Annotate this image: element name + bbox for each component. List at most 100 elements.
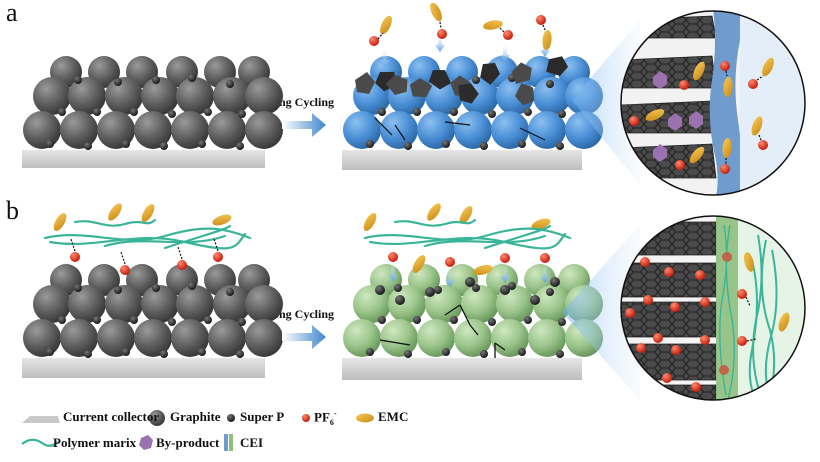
pf6-ion (177, 260, 187, 270)
graphite-particle (461, 285, 499, 323)
interaction-bond (70, 238, 76, 252)
pf6-ion (679, 80, 689, 90)
zoom-circle-a (620, 10, 806, 196)
graphite-particle (343, 111, 381, 149)
super-p-particle (524, 108, 532, 116)
pf6-ion (503, 30, 513, 40)
pf6-main: PF (314, 409, 330, 425)
pf6-ion (540, 253, 550, 263)
super-p-particle (198, 348, 206, 356)
legend-label-emc: EMC (378, 409, 409, 424)
graphite-particle (97, 111, 135, 149)
pf6-ion (737, 336, 747, 346)
super-p-particle (188, 282, 196, 290)
super-p-particle (114, 78, 122, 86)
pf6-ion (213, 252, 223, 262)
legend-label-current-collector: Current collector (63, 409, 160, 424)
cathode-crack-fragment (480, 62, 500, 85)
super-p-particle (58, 316, 66, 324)
down-arrow (500, 43, 510, 62)
pf6-ion (629, 116, 639, 126)
graphite-particle (176, 285, 214, 323)
zoom-beam-a (572, 20, 640, 185)
super-p-particle (204, 108, 212, 116)
pf6-ion (664, 267, 674, 277)
graphite-particle (141, 285, 179, 323)
current-collector-a (22, 150, 265, 168)
graphite-particle (134, 111, 172, 149)
cathode-crack-fragment (428, 70, 452, 90)
pf6-ion (625, 308, 635, 318)
crack-line (494, 342, 506, 351)
super-p-particle (130, 316, 138, 324)
emc-molecule (751, 116, 763, 136)
graphite-particle (60, 319, 98, 357)
super-p-particle (395, 295, 405, 305)
emc-molecule (542, 30, 552, 50)
graphite-particle (105, 77, 143, 115)
pf6-ion (700, 335, 710, 345)
crack-line (519, 127, 546, 141)
pristine-electrode-b (22, 264, 283, 378)
super-p-particle (114, 286, 122, 294)
legend-swatch-polymer-matrix (21, 438, 59, 447)
pf6-ion (536, 15, 546, 25)
super-p-particle (480, 142, 488, 150)
interaction-bond (377, 32, 384, 40)
pf6-ion (120, 265, 130, 275)
graphite-particle (417, 319, 455, 357)
super-p-particle (524, 316, 532, 324)
super-p-particle (465, 277, 475, 287)
emc-molecule (427, 203, 441, 221)
super-p-particle (480, 350, 488, 358)
super-p-particle (160, 350, 168, 358)
legend-label-polymer-matrix: Polymer marix (53, 435, 137, 450)
pf6-ion (748, 79, 758, 89)
super-p-particle (556, 350, 564, 358)
interaction-bond (725, 70, 728, 77)
super-p-particle (93, 316, 101, 324)
super-p-particle (404, 142, 412, 150)
down-arrow (445, 268, 455, 287)
polymer-strand (43, 227, 252, 242)
super-p-particle (394, 284, 402, 292)
super-p-particle (546, 288, 554, 296)
interaction-bond (745, 296, 751, 307)
super-p-particle (413, 108, 421, 116)
current-collector-cycled-b (342, 358, 582, 380)
polymer-layer-cycled-b (363, 218, 572, 250)
pf6-ion (643, 295, 653, 305)
polymer-strand (163, 224, 232, 250)
current-collector-cycled-a (342, 150, 582, 170)
super-p-particle (530, 295, 540, 305)
emc-molecule (762, 57, 774, 77)
intact-graphite-layer-b (343, 203, 603, 358)
cathode-crack-fragment (385, 74, 408, 95)
polymer-strand (719, 224, 728, 396)
pf6-ion (388, 252, 398, 262)
emc-molecule (459, 206, 473, 224)
legend-swatch-pf6 (302, 414, 310, 422)
down-arrow (435, 33, 445, 52)
legend-label-super-p: Super P (240, 409, 285, 424)
graphite-particle (33, 77, 71, 115)
cycled-electrode-a (342, 2, 603, 170)
graphite-particle (23, 319, 61, 357)
emc-molecule (53, 213, 67, 231)
interaction-bond (177, 246, 183, 260)
emc-molecule (722, 138, 732, 158)
emc-molecule (430, 2, 442, 22)
super-p-particle (450, 316, 458, 324)
panel-label-b: b (6, 196, 19, 225)
pf6-ion (70, 252, 80, 262)
crack-line (444, 304, 461, 316)
emc-molecule (743, 252, 755, 272)
graphite-layer-a (23, 56, 283, 150)
pf6-ion (653, 333, 663, 343)
zoom-beam-b (562, 225, 640, 400)
super-p-particle (84, 350, 92, 358)
cathode-crack-fragment (409, 78, 433, 98)
emc-molecule (212, 214, 232, 226)
legend-label-by-product: By-product (156, 435, 220, 450)
super-p-particle (375, 285, 385, 295)
